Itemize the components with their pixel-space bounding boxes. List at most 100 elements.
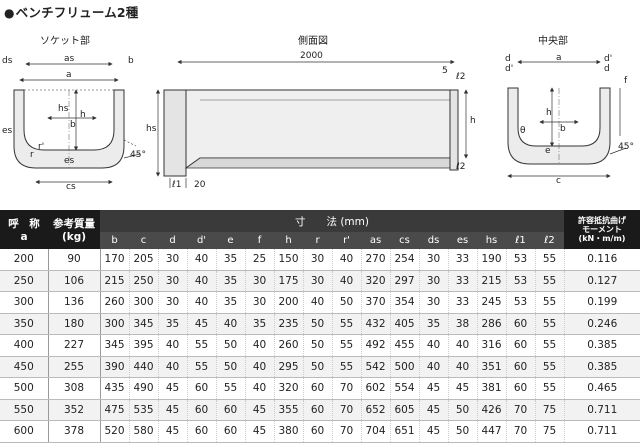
cell-dim: 55 <box>535 291 565 314</box>
label-ds: ds <box>2 56 13 66</box>
label-d-top: d <box>505 54 511 64</box>
cell-dim: 345 <box>129 313 159 335</box>
cell-dim: 45 <box>245 420 275 443</box>
cell-weight: 180 <box>48 313 101 335</box>
cell-dim: 286 <box>477 313 507 335</box>
cell-dim: 30 <box>158 291 188 314</box>
cell-dim: 35 <box>245 313 275 335</box>
cell-dim: 60 <box>506 377 536 400</box>
cell-dim: 30 <box>419 249 449 271</box>
cell-dim: 55 <box>535 356 565 378</box>
socket-section-title: ソケット部 <box>40 36 90 47</box>
label-l2-top: ℓ2 <box>456 72 466 82</box>
cell-dim: 432 <box>361 313 391 335</box>
cell-dim: 50 <box>303 313 333 335</box>
label-hs-side: hs <box>146 124 157 134</box>
cell-dim: 60 <box>187 377 217 400</box>
label-cs: cs <box>66 182 76 192</box>
cell-name: 550 <box>0 399 49 421</box>
cell-dim: 605 <box>390 399 420 421</box>
label-b-top: b <box>128 56 134 66</box>
column-header: r' <box>332 232 361 249</box>
cell-dim: 455 <box>390 334 420 357</box>
column-header: as <box>361 232 390 249</box>
cell-dim: 426 <box>477 399 507 421</box>
column-header: d' <box>187 232 216 249</box>
cell-dim: 40 <box>245 377 275 400</box>
cell-dim: 395 <box>129 334 159 357</box>
cell-weight: 90 <box>48 249 101 271</box>
cell-name: 250 <box>0 270 49 292</box>
cell-name: 600 <box>0 420 49 443</box>
cell-dim: 520 <box>100 420 130 443</box>
cell-dim: 580 <box>129 420 159 443</box>
cell-dim: 351 <box>477 356 507 378</box>
cell-name: 300 <box>0 291 49 314</box>
cell-weight: 136 <box>48 291 101 314</box>
label-r-prime: r' <box>38 142 45 152</box>
cell-dim: 215 <box>477 270 507 292</box>
cell-dim: 45 <box>245 399 275 421</box>
cell-dim: 492 <box>361 334 391 357</box>
header-moment: 許容抵抗曲げ モーメント (kN・m/m) <box>564 210 640 249</box>
cell-dim: 60 <box>303 377 333 400</box>
cell-dim: 245 <box>477 291 507 314</box>
cell-dim: 215 <box>100 270 130 292</box>
cell-name: 400 <box>0 334 49 357</box>
cell-dim: 435 <box>100 377 130 400</box>
cell-dim: 50 <box>303 334 333 357</box>
label-d-right: d <box>604 64 610 74</box>
drawing-canvas <box>13 59 627 188</box>
cell-dim: 542 <box>361 356 391 378</box>
cell-dim: 440 <box>129 356 159 378</box>
cell-dim: 40 <box>448 334 478 357</box>
cell-dim: 60 <box>303 399 333 421</box>
cell-dim: 55 <box>535 377 565 400</box>
cell-dim: 447 <box>477 420 507 443</box>
cell-weight: 106 <box>48 270 101 292</box>
cell-dim: 250 <box>129 270 159 292</box>
cell-dim: 40 <box>332 249 362 271</box>
cell-dim: 60 <box>506 356 536 378</box>
column-header: ℓ1 <box>506 232 535 249</box>
cell-dim: 35 <box>216 249 246 271</box>
cell-dim: 40 <box>419 356 449 378</box>
cell-dim: 200 <box>274 291 304 314</box>
cell-weight: 378 <box>48 420 101 443</box>
cell-dim: 380 <box>274 420 304 443</box>
label-five: 5 <box>442 66 448 76</box>
cell-name: 500 <box>0 377 49 400</box>
cell-dim: 475 <box>100 399 130 421</box>
column-header: hs <box>477 232 506 249</box>
label-h-center: h <box>546 108 552 118</box>
label-l1: ℓ1 <box>172 180 182 190</box>
label-theta: θ <box>520 126 526 136</box>
label-f: f <box>624 76 628 86</box>
cell-dim: 33 <box>448 249 478 271</box>
cell-weight: 227 <box>48 334 101 357</box>
cell-dim: 33 <box>448 291 478 314</box>
label-es-bottom: es <box>64 156 75 166</box>
column-header: ℓ2 <box>535 232 564 249</box>
cell-dim: 45 <box>419 420 449 443</box>
cell-moment: 0.127 <box>564 270 640 292</box>
cell-dim: 45 <box>158 399 188 421</box>
header-dims: 寸 法 (mm) <box>100 210 564 232</box>
label-b-socket: b <box>70 120 76 130</box>
cell-dim: 35 <box>216 270 246 292</box>
column-header: f <box>245 232 274 249</box>
cell-dim: 150 <box>274 249 304 271</box>
cell-dim: 53 <box>506 249 536 271</box>
cell-dim: 25 <box>245 249 275 271</box>
cell-dim: 297 <box>390 270 420 292</box>
cell-dim: 60 <box>303 420 333 443</box>
cell-dim: 30 <box>419 270 449 292</box>
cell-dim: 55 <box>332 334 362 357</box>
cell-dim: 40 <box>419 334 449 357</box>
cell-dim: 55 <box>535 249 565 271</box>
cell-dim: 35 <box>216 291 246 314</box>
cell-dim: 60 <box>216 420 246 443</box>
